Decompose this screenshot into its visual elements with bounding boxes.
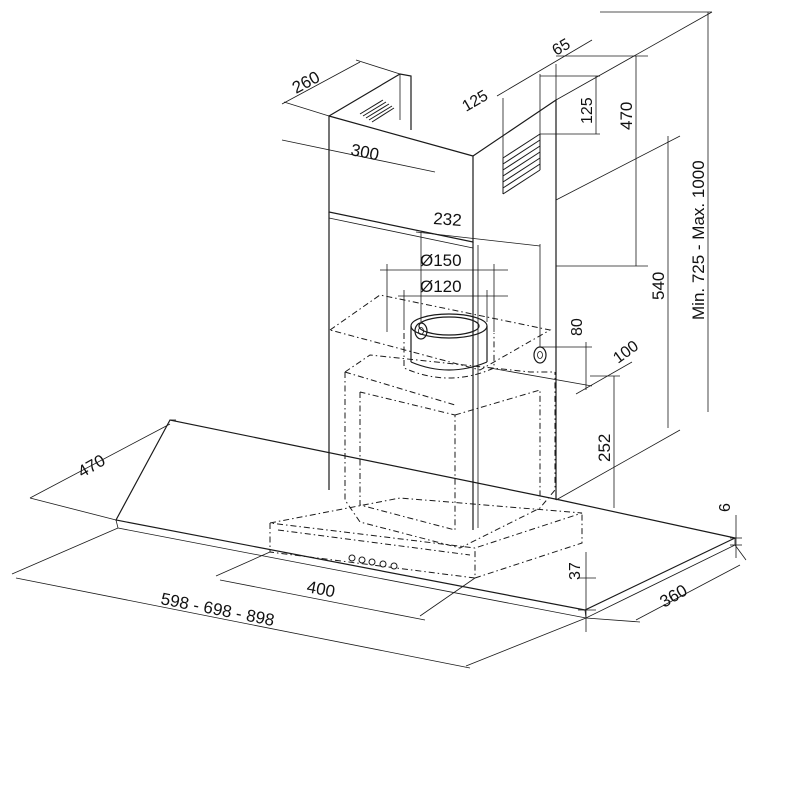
control-button-1: [348, 554, 356, 562]
dim-lower-flue: 540: [649, 272, 668, 300]
dim-duct-large: Ø150: [420, 251, 462, 270]
control-panel: [348, 554, 398, 570]
top-vent-grille: [359, 99, 395, 123]
dim-vent-offset: 65: [550, 36, 574, 60]
control-button-4: [379, 560, 387, 568]
dimension-labels: 260 300 65 125 125 470 Min. 725 - Max. 1…: [75, 36, 735, 630]
dim-bracket-spacing: 232: [433, 209, 463, 230]
dimension-lines: [11, 11, 747, 669]
control-button-3: [368, 558, 376, 566]
control-button-5: [390, 562, 398, 570]
canopy: [269, 497, 583, 579]
dim-upper-flue: 470: [617, 102, 636, 130]
dim-wall-offset: 100: [610, 338, 642, 368]
dim-flue-depth: 260: [289, 67, 323, 97]
duct-collar: [403, 313, 495, 379]
dim-glass-depth: 470: [75, 451, 109, 482]
lower-flue: [328, 200, 557, 530]
wall-bracket-right: [533, 346, 547, 364]
side-vent-grille: [502, 133, 541, 195]
dim-duct-small: Ø120: [420, 277, 462, 296]
dim-hood-body: 252: [595, 434, 614, 462]
dim-total-height: Min. 725 - Max. 1000: [689, 160, 708, 320]
motor-housing-hidden: [328, 294, 556, 549]
dim-flue-width: 300: [349, 140, 380, 164]
dim-bracket-height: 80: [569, 318, 586, 336]
dim-vent-height: 125: [579, 97, 596, 124]
glass-panel: [115, 419, 737, 619]
upper-flue: [328, 73, 557, 243]
dim-vent-width: 125: [460, 87, 492, 115]
dim-canopy-height: 37: [567, 562, 584, 580]
dim-glass-thickness: 6: [717, 503, 734, 512]
dim-widths: 598 - 698 - 898: [159, 589, 276, 630]
control-button-2: [358, 556, 366, 564]
